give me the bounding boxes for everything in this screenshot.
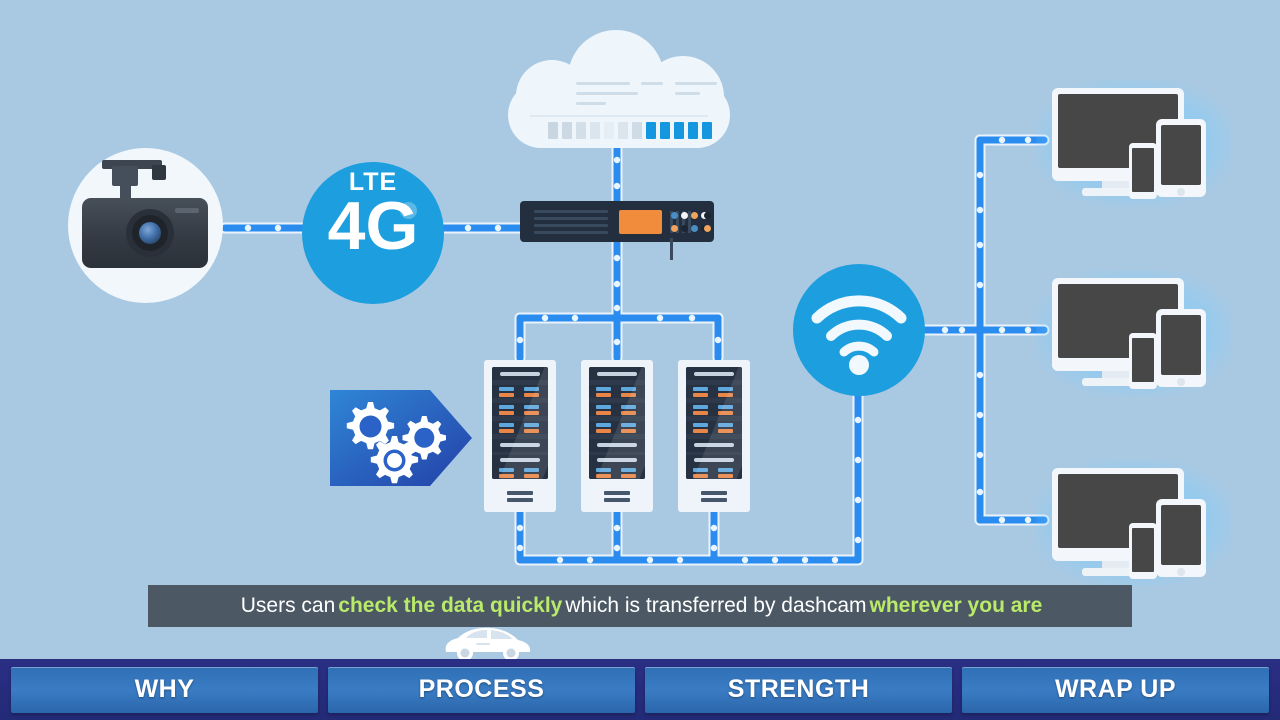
cloud-progress-segment: [618, 122, 628, 139]
dashcam-stem-icon: [120, 181, 131, 206]
cloud-progress-segment: [590, 122, 600, 139]
router-led: [704, 225, 711, 232]
cloud-separator: [530, 115, 708, 117]
nav-tab-strength[interactable]: STRENGTH: [645, 666, 952, 713]
cloud-node[interactable]: [508, 30, 730, 148]
car-icon: [438, 625, 534, 663]
monitor-neck: [1102, 181, 1134, 190]
dashcam-lens-inner: [139, 222, 161, 244]
server-rack-base: [695, 484, 733, 508]
caption-bar: Users can check the data quickly which i…: [148, 585, 1132, 627]
device-cluster[interactable]: [1036, 80, 1232, 206]
lte-4g-node[interactable]: LTE 4G: [302, 162, 444, 304]
cloud-progress-segment: [576, 122, 586, 139]
phone-icon: [1129, 143, 1157, 199]
cloud-progress-segment-active: [674, 122, 684, 139]
caption-part1: Users can: [240, 594, 336, 617]
router-led: [691, 212, 698, 219]
tablet-icon: [1156, 309, 1206, 387]
cloud-text-line: [641, 82, 663, 85]
router-led: [681, 225, 688, 232]
cloud-progress-segment: [632, 122, 642, 139]
dashcam-grill-icon: [175, 208, 199, 213]
router-node[interactable]: [520, 201, 714, 260]
router-led: [691, 225, 698, 232]
server-rack-body: [686, 367, 742, 479]
dashcam-node[interactable]: [68, 148, 223, 303]
lte-label: LTE: [348, 168, 398, 196]
monitor-neck: [1102, 561, 1134, 570]
monitor-base: [1082, 568, 1154, 576]
monitor-base: [1082, 378, 1154, 386]
cloud-text-line: [675, 82, 717, 85]
monitor-base: [1082, 188, 1154, 196]
caption-highlight1: check the data quickly: [338, 594, 563, 617]
4g-label: 4G: [327, 188, 419, 264]
bottom-nav-bar: WHY PROCESS STRENGTH WRAP UP: [0, 659, 1280, 720]
cloud-progress-segment: [562, 122, 572, 139]
data-processing-node[interactable]: [330, 390, 472, 486]
nav-tab-process[interactable]: PROCESS: [328, 666, 635, 713]
cloud-text-line: [576, 82, 630, 85]
router-vent-icon: [534, 210, 608, 234]
router-led: [681, 212, 688, 219]
router-led: [671, 212, 678, 219]
router-led: [704, 212, 711, 219]
server-rack-body: [492, 367, 548, 479]
device-cluster[interactable]: [1036, 270, 1232, 396]
dashcam-lens-icon: [126, 209, 174, 257]
phone-icon: [1129, 523, 1157, 579]
router-led: [671, 225, 678, 232]
wifi-node[interactable]: [793, 264, 925, 396]
nav-tab-why[interactable]: WHY: [11, 666, 318, 713]
phone-icon: [1129, 333, 1157, 389]
nav-tab-wrap-up[interactable]: WRAP UP: [962, 666, 1269, 713]
caption-highlight2: wherever you are: [869, 594, 1043, 617]
tablet-icon: [1156, 499, 1206, 577]
router-bars-icon: [670, 211, 696, 260]
server-rack[interactable]: [484, 360, 556, 512]
cloud-text-line: [576, 102, 606, 105]
server-rack[interactable]: [581, 360, 653, 512]
cloud-text-line: [675, 92, 700, 95]
server-rack[interactable]: [678, 360, 750, 512]
router-status-panel: [619, 210, 662, 234]
dashcam-lens-mid: [132, 215, 168, 251]
dashcam-mount-bar-icon: [102, 160, 162, 169]
tablet-icon: [1156, 119, 1206, 197]
wifi-icon: [811, 295, 907, 375]
server-rack-base: [598, 484, 636, 508]
cloud-progress-segment: [548, 122, 558, 139]
cloud-progress-segment-active: [646, 122, 656, 139]
cloud-progress-segment-active: [660, 122, 670, 139]
server-rack-body: [589, 367, 645, 479]
cloud-text-line: [576, 92, 638, 95]
cloud-progress-segment-active: [702, 122, 712, 139]
cloud-progress-segment: [604, 122, 614, 139]
monitor-neck: [1102, 371, 1134, 380]
dashcam-body-icon: [82, 198, 208, 268]
cloud-progress-segment-active: [688, 122, 698, 139]
device-cluster[interactable]: [1036, 460, 1232, 586]
dashcam-mount-nub-icon: [152, 165, 166, 180]
lte-signal-dot-icon: [400, 202, 417, 219]
caption-part2: which is transferred by dashcam: [565, 594, 867, 617]
dashcam-mount-block-icon: [112, 166, 138, 186]
server-rack-base: [501, 484, 539, 508]
